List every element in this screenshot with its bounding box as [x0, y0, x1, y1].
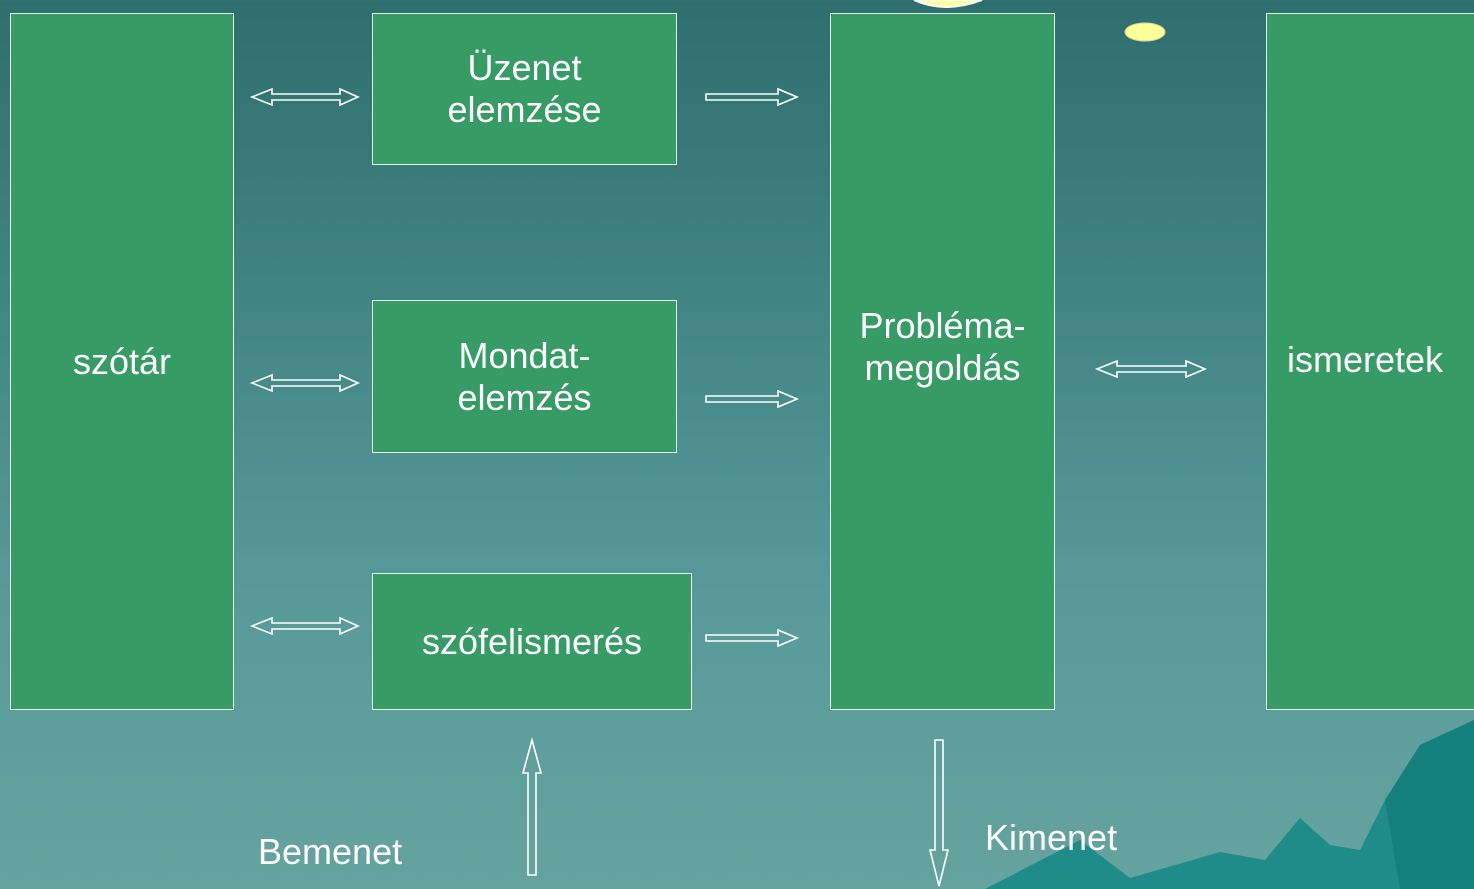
sun-top-shape: [913, 0, 983, 8]
arrow-szofelismeres-problema: [705, 628, 800, 648]
szotar-box: szótár: [10, 13, 234, 710]
bemenet-label: Bemenet: [258, 831, 403, 872]
uzenet-elemzese-label: Üzenet elemzése: [447, 47, 602, 130]
double-arrow-problema-ismeretek: [1094, 359, 1208, 379]
problemamegoldas-label: Probléma- megoldás: [859, 304, 1026, 388]
ismeretek-label: ismeretek: [1287, 338, 1444, 380]
arrow-mondat-problema: [705, 389, 800, 409]
uzenet-elemzese-box: Üzenet elemzése: [372, 13, 677, 165]
szofelismeres-box: szófelismerés: [372, 573, 692, 710]
output-arrow-down: [928, 739, 950, 887]
mondatelemzes-box: Mondat- elemzés: [372, 300, 677, 453]
double-arrow-szotar-uzenet: [249, 87, 360, 107]
arrow-uzenet-problema: [705, 87, 800, 107]
double-arrow-szotar-szofelismeres: [249, 616, 360, 636]
mondatelemzes-label: Mondat- elemzés: [457, 334, 592, 418]
input-arrow-up: [521, 736, 543, 876]
kimenet-label: Kimenet: [985, 817, 1118, 858]
problemamegoldas-box: Probléma- megoldás: [830, 13, 1055, 710]
rock-shape: [985, 720, 1474, 889]
sun-shape: [1124, 22, 1166, 42]
ismeretek-box: ismeretek: [1266, 13, 1474, 710]
rock-shade-shape: [1385, 720, 1474, 889]
double-arrow-szotar-mondat: [249, 373, 360, 393]
szofelismeres-label: szófelismerés: [421, 620, 643, 662]
szotar-label: szótár: [72, 340, 172, 382]
